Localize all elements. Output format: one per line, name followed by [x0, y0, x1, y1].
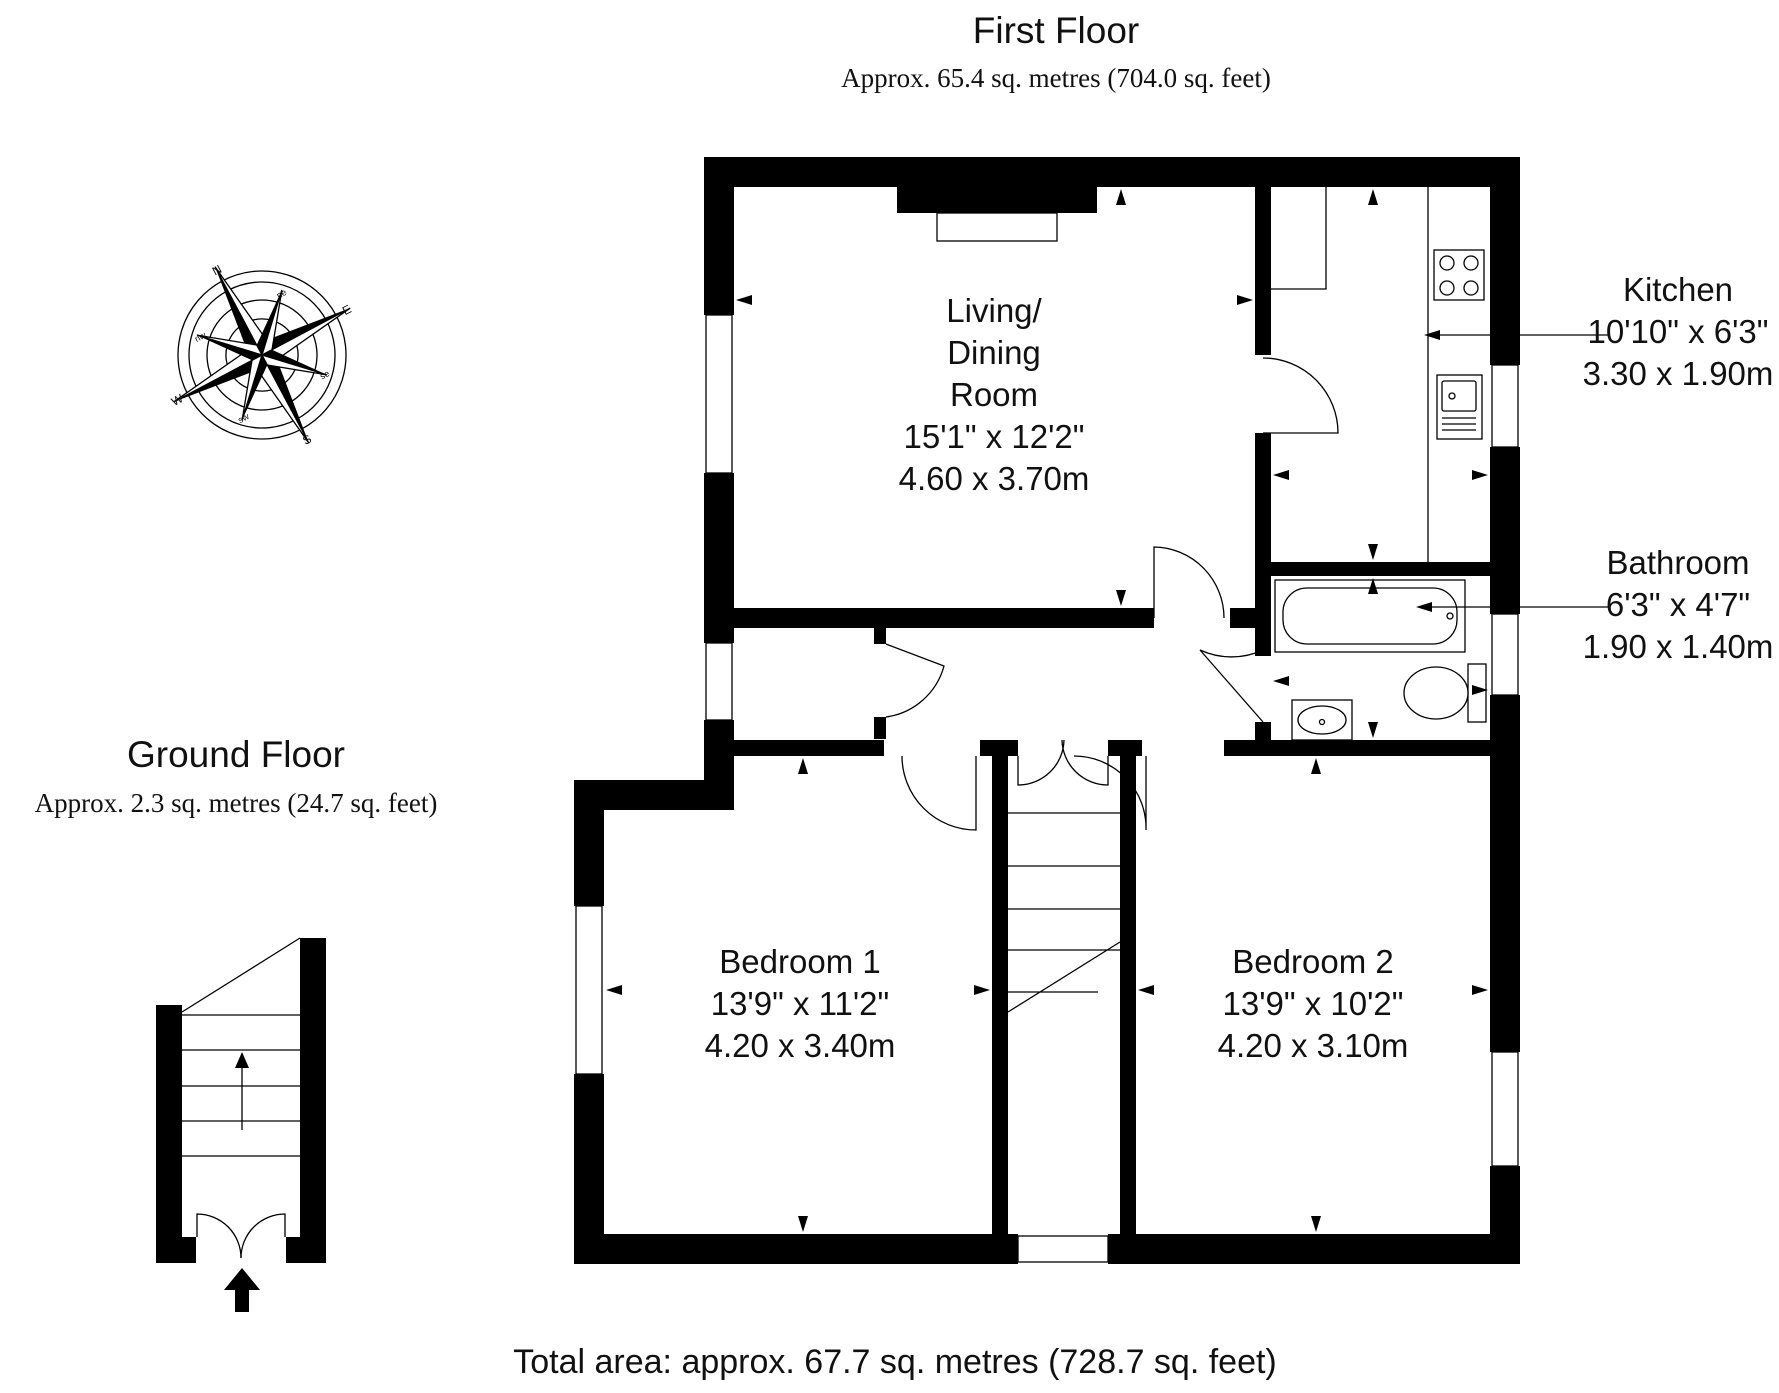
compass-nw: nw: [193, 330, 208, 344]
kitchen-metric: 3.30 x 1.90m: [1583, 355, 1774, 392]
living-name-line3: Room: [950, 376, 1038, 413]
first-floor-title: First Floor: [973, 10, 1140, 51]
bedroom1-imperial: 13'9" x 11'2": [711, 985, 890, 1022]
entrance-arrow-icon: [224, 1268, 260, 1312]
ground-floor-title: Ground Floor: [127, 734, 345, 775]
compass-e: E: [340, 302, 354, 318]
window-kitchen: [1491, 364, 1519, 448]
compass-ne: ne: [275, 287, 289, 301]
doors: [885, 357, 1339, 831]
fireplace-icon: [936, 212, 1058, 242]
compass-w: W: [169, 391, 186, 409]
first-floor-walls: [574, 157, 1520, 1264]
sink-icon: [1436, 374, 1483, 440]
room-bedroom-1: Bedroom 1 13'9" x 11'2" 4.20 x 3.40m: [705, 943, 896, 1064]
basin-icon: [1291, 699, 1353, 741]
room-bathroom: Bathroom 6'3" x 4'7" 1.90 x 1.40m: [1583, 544, 1774, 665]
window-bedroom2: [1491, 1051, 1519, 1167]
window-bedroom1: [575, 905, 603, 1075]
total-area: Total area: approx. 67.7 sq. metres (728…: [513, 1343, 1277, 1381]
window-cupboard: [705, 642, 733, 721]
dimension-arrows: [606, 189, 1488, 1232]
bedroom2-imperial: 13'9" x 10'2": [1223, 985, 1404, 1022]
window-living: [705, 314, 733, 474]
kitchen-name: Kitchen: [1623, 271, 1733, 308]
living-name-line2: Dining: [947, 334, 1041, 371]
fixtures: [936, 187, 1608, 741]
stairs: [1007, 812, 1121, 1013]
living-metric: 4.60 x 3.70m: [899, 460, 1090, 497]
bedroom2-metric: 4.20 x 3.10m: [1218, 1027, 1409, 1064]
kitchen-imperial: 10'10" x 6'3": [1588, 313, 1769, 350]
bedroom1-name: Bedroom 1: [719, 943, 880, 980]
windows: [575, 314, 1519, 1263]
living-imperial: 15'1" x 12'2": [904, 418, 1085, 455]
ground-floor-area: Approx. 2.3 sq. metres (24.7 sq. feet): [35, 788, 438, 818]
bathroom-name: Bathroom: [1606, 544, 1749, 581]
living-name-line1: Living/: [946, 292, 1042, 329]
room-bedroom-2: Bedroom 2 13'9" x 10'2" 4.20 x 3.10m: [1218, 943, 1409, 1064]
bathroom-imperial: 6'3" x 4'7": [1606, 586, 1750, 623]
bedroom1-metric: 4.20 x 3.40m: [705, 1027, 896, 1064]
compass-sw: sw: [236, 411, 251, 425]
ground-floor-plan: [156, 937, 326, 1312]
room-living-dining: Living/ Dining Room 15'1" x 12'2" 4.60 x…: [899, 292, 1090, 497]
room-kitchen: Kitchen 10'10" x 6'3" 3.30 x 1.90m: [1583, 271, 1774, 392]
first-floor-area: Approx. 65.4 sq. metres (704.0 sq. feet): [841, 63, 1271, 93]
bathroom-metric: 1.90 x 1.40m: [1583, 628, 1774, 665]
window-bathroom: [1491, 613, 1519, 696]
compass-se: se: [318, 368, 331, 381]
compass-s: S: [300, 432, 314, 448]
bedroom2-name: Bedroom 2: [1232, 943, 1393, 980]
window-stair: [1017, 1235, 1109, 1263]
hob-icon: [1433, 249, 1485, 301]
compass-rose-icon: N E S W ne se sw nw: [169, 262, 354, 448]
